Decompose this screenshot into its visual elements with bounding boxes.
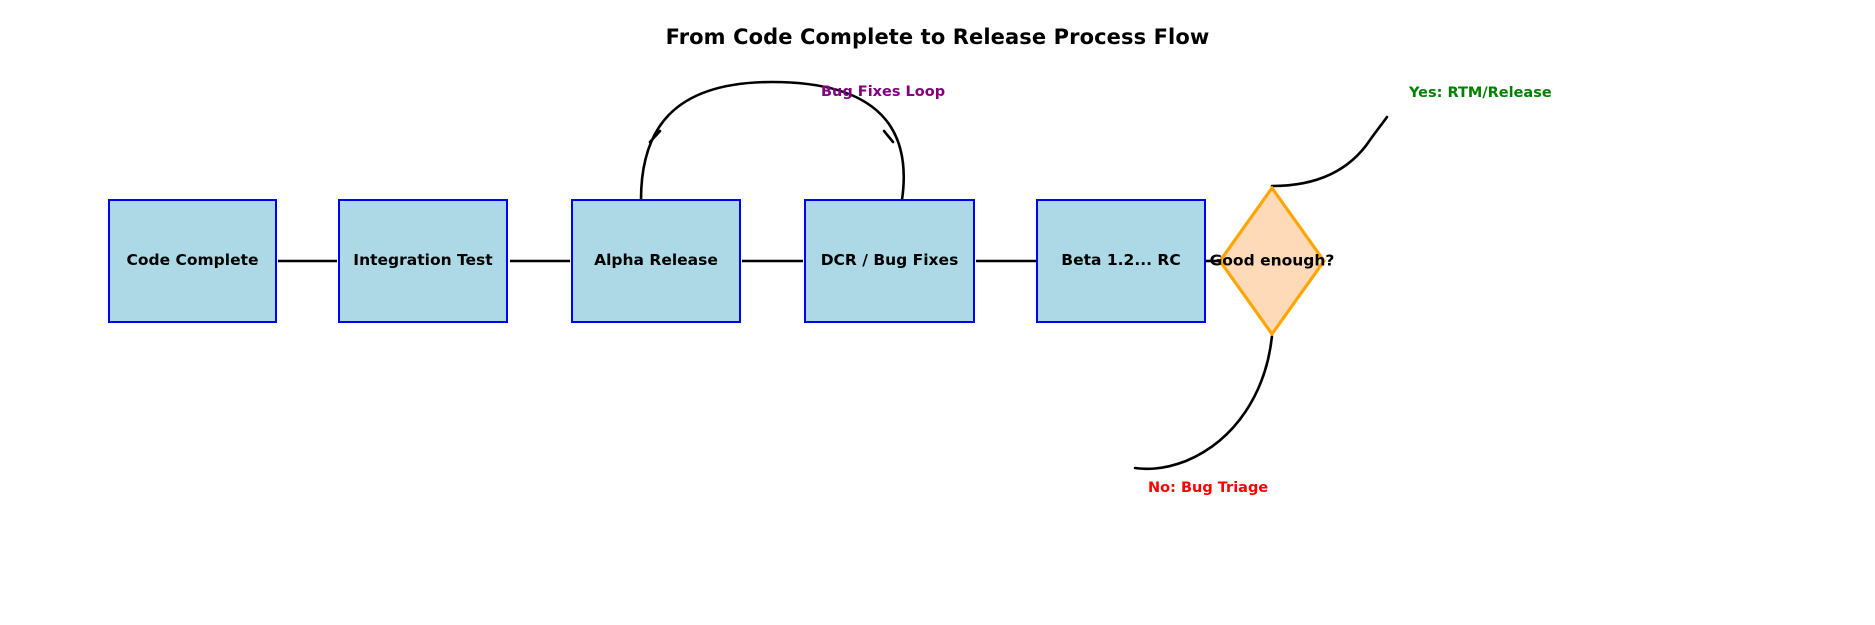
- node-label-good-enough: Good enough?: [1209, 251, 1335, 270]
- edge-label-yes-rtm-release: Yes: RTM/Release: [1409, 85, 1552, 101]
- diagram-title: From Code Complete to Release Process Fl…: [665, 25, 1210, 49]
- node-label-alpha-release: Alpha Release: [594, 251, 718, 270]
- edge-label-no-bug-triage: No: Bug Triage: [1148, 480, 1269, 496]
- node-good-enough[interactable]: Good enough?: [1210, 186, 1334, 336]
- node-label-dcr-bug-fixes: DCR / Bug Fixes: [820, 251, 959, 270]
- edge-no-bug-triage-arc: [1133, 334, 1274, 471]
- diamond-shape-icon: [1218, 186, 1326, 336]
- node-alpha-release[interactable]: Alpha Release: [571, 199, 741, 323]
- edge-yes-rtm-release-arc: [1270, 115, 1389, 188]
- node-label-integration-test: Integration Test: [353, 251, 493, 270]
- node-dcr-bug-fixes[interactable]: DCR / Bug Fixes: [804, 199, 975, 323]
- node-label-code-complete: Code Complete: [126, 251, 259, 270]
- edge-label-bug-fixes-loop: Bug Fixes Loop: [821, 84, 946, 100]
- edge-bug-fixes-loop-arrowhead-left: [648, 129, 662, 144]
- node-label-beta-rc: Beta 1.2... RC: [1061, 251, 1181, 270]
- node-beta-rc[interactable]: Beta 1.2... RC: [1036, 199, 1206, 323]
- edge-bug-fixes-loop-arrowhead-right: [882, 129, 895, 144]
- node-integration-test[interactable]: Integration Test: [338, 199, 508, 323]
- node-code-complete[interactable]: Code Complete: [108, 199, 277, 323]
